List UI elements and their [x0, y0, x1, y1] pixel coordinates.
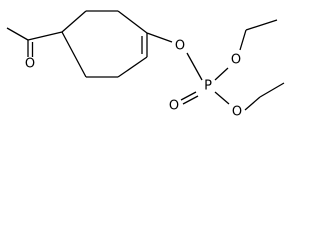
atom-label-ether-oxygen: O — [175, 39, 185, 54]
bond-phosphoryl-a — [180, 91, 197, 101]
bond-ethoxy-lower-ch3 — [259, 82, 285, 98]
molecule-structure: O O P O O O — [6, 10, 285, 120]
bond-ether-oxygen-phosphorus — [186, 52, 203, 81]
bond-phosphorus-oxygen-lower — [214, 91, 230, 105]
bond-ring-7 — [61, 31, 87, 78]
cyclohexene-ring — [61, 10, 148, 78]
bond-ring-1 — [61, 10, 87, 33]
atom-label-phosphorus: P — [204, 79, 212, 94]
structure-canvas: O O P O O O — [0, 0, 291, 126]
bond-carbonyl-ring — [27, 31, 63, 41]
ethoxy-lower — [244, 82, 285, 111]
atom-label-phosphoryl-oxygen: O — [169, 99, 179, 114]
bond-ethoxy-upper-ch2 — [239, 29, 247, 51]
bond-phosphorus-oxygen-upper — [214, 67, 229, 81]
bond-ethoxy-upper-ch3 — [245, 19, 278, 31]
bond-ring-5 — [117, 56, 148, 78]
ethoxy-upper — [239, 19, 278, 51]
atom-label-ethoxy-oxygen-lower: O — [232, 105, 242, 120]
bond-ethoxy-lower-ch2 — [244, 96, 261, 111]
bond-methyl-carbonyl — [6, 27, 29, 41]
bond-ring-3 — [117, 10, 148, 34]
atom-label-carbonyl-oxygen: O — [25, 57, 35, 72]
bond-phosphoryl-b — [182, 95, 199, 105]
atom-label-ethoxy-oxygen-upper: O — [231, 53, 241, 68]
phosphate-group — [146, 32, 230, 105]
bond-ring-ether-oxygen — [146, 32, 173, 43]
acetyl-group — [6, 27, 63, 57]
